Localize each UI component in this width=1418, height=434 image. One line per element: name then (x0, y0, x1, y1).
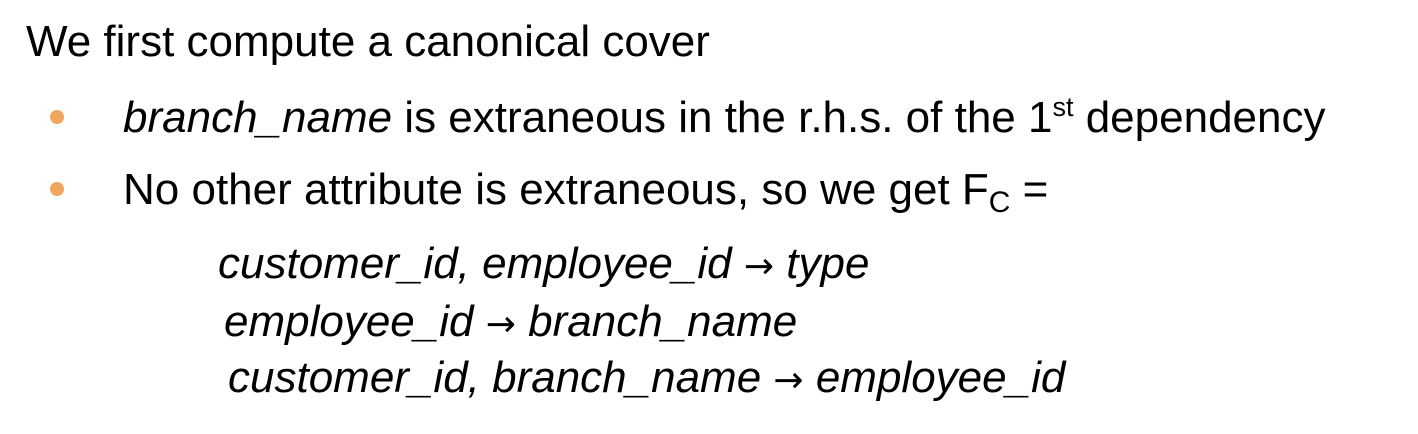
dependency-line: customer_id, employee_id → type (218, 236, 869, 295)
bullet-dot-icon (50, 182, 64, 196)
dependency-rhs: employee_id (815, 353, 1066, 402)
right-arrow-icon: → (743, 246, 775, 287)
bullet-text: branch_name is extraneous in the r.h.s. … (123, 90, 1325, 151)
right-arrow-icon: → (773, 360, 804, 401)
dependency-lhs: employee_id (224, 297, 474, 346)
dependency-lhs: customer_id, branch_name (228, 353, 762, 402)
bullet-text-part: is extraneous in the r.h.s. of the 1 (392, 93, 1053, 142)
dependency-line: employee_id → branch_name (224, 294, 797, 353)
bullet-text-part: = (1010, 165, 1049, 214)
dependency-lhs: customer_id, employee_id (218, 239, 732, 288)
canonical-subscript: C (988, 186, 1011, 219)
bullet-italic-term: branch_name (123, 93, 393, 142)
dependency-rhs: type (786, 239, 870, 288)
ordinal-superscript: st (1052, 92, 1074, 122)
bullet-dot-icon (50, 110, 64, 124)
dependency-line: customer_id, branch_name → employee_id (228, 350, 1065, 409)
dependency-rhs: branch_name (528, 297, 798, 346)
bullet-text-part: dependency (1073, 93, 1326, 142)
bullet-text: No other attribute is extraneous, so we … (123, 162, 1048, 223)
slide-heading: We first compute a canonical cover (26, 17, 710, 66)
right-arrow-icon: → (485, 304, 516, 345)
bullet-text-part: No other attribute is extraneous, so we … (123, 165, 989, 214)
